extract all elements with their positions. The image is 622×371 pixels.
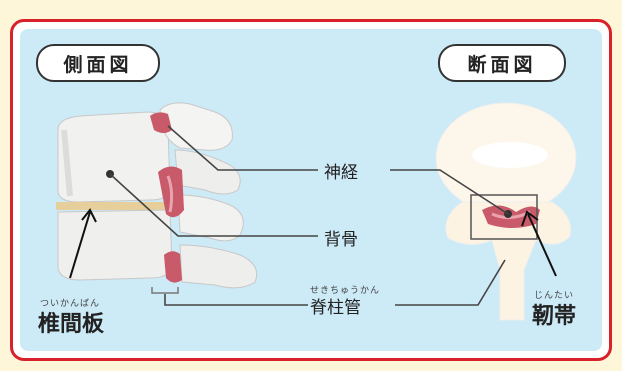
side-vertebrae-illustration	[56, 103, 257, 293]
nerve-label: 神経	[324, 158, 358, 183]
ligament-label: 靭帯	[532, 298, 576, 330]
side-view-title: 側面図	[36, 44, 160, 82]
cross-section-title: 断面図	[438, 44, 566, 82]
disc-label: 椎間板	[38, 306, 104, 338]
bone-label: 背骨	[324, 225, 358, 250]
canal-label: 脊柱管	[310, 293, 361, 318]
